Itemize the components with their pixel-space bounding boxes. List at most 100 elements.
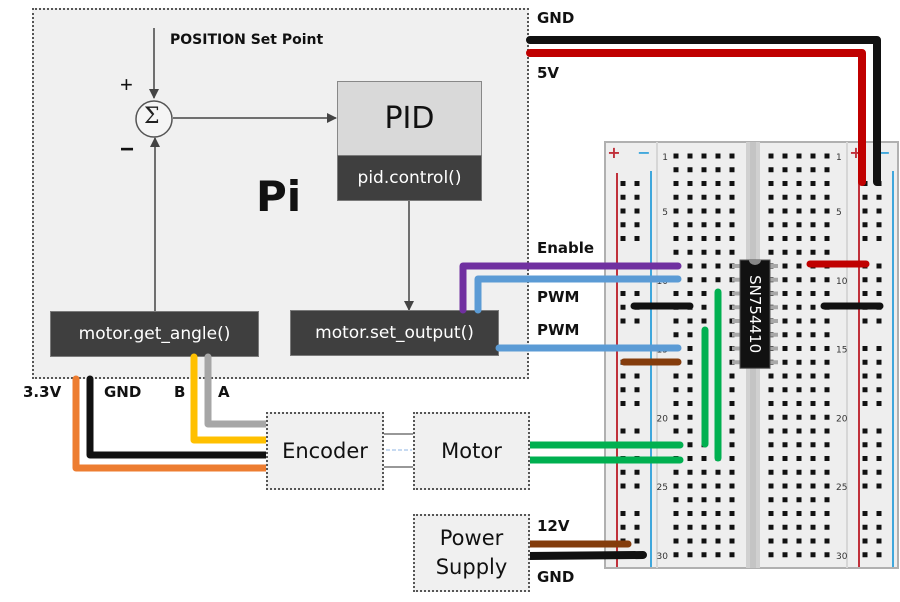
terminal-hole <box>782 414 788 420</box>
terminal-hole <box>810 456 816 461</box>
chip-pin <box>768 319 778 323</box>
terminal-hole <box>824 167 830 173</box>
terminal-hole <box>673 318 679 324</box>
rail-divider-right <box>846 142 848 568</box>
terminal-hole <box>796 373 802 379</box>
terminal-hole <box>810 483 816 489</box>
label-gnd-bottom: GND <box>537 568 575 586</box>
terminal-hole <box>701 208 707 214</box>
chip-pin <box>768 277 778 282</box>
rail-hole <box>634 318 640 324</box>
terminal-hole <box>796 277 802 283</box>
terminal-hole <box>673 414 679 420</box>
terminal-hole <box>796 346 802 351</box>
rail-hole <box>862 236 868 241</box>
terminal-hole <box>782 346 788 351</box>
terminal-hole <box>687 263 693 269</box>
terminal-hole <box>782 428 788 434</box>
terminal-hole <box>796 181 802 186</box>
rail-hole <box>862 291 868 296</box>
terminal-hole <box>796 291 802 296</box>
terminal-hole <box>673 249 679 255</box>
terminal-hole <box>687 387 693 393</box>
terminal-hole <box>796 167 802 173</box>
wire-enable <box>459 262 682 314</box>
row-number-left: 1 <box>662 153 668 163</box>
terminal-hole <box>824 181 830 186</box>
label-encoder-gnd: GND <box>104 383 142 401</box>
terminal-hole <box>810 428 816 434</box>
row-number-right: 25 <box>836 483 847 493</box>
terminal-hole <box>782 304 788 310</box>
terminal-hole <box>729 387 735 393</box>
terminal-hole <box>810 469 816 475</box>
terminal-hole <box>729 249 735 255</box>
rail-hole <box>862 524 868 530</box>
rail-hole <box>634 373 640 379</box>
rail-hole <box>876 538 882 544</box>
terminal-hole <box>729 442 735 448</box>
terminal-hole <box>687 194 693 200</box>
terminal-hole <box>768 497 774 503</box>
terminal-hole <box>687 153 693 159</box>
terminal-hole <box>729 552 735 558</box>
terminal-hole <box>824 249 830 255</box>
terminal-hole <box>715 153 721 159</box>
chip-pin <box>768 360 778 365</box>
terminal-hole <box>701 222 707 228</box>
terminal-hole <box>782 194 788 200</box>
rail-hole <box>862 428 868 434</box>
terminal-hole <box>782 167 788 173</box>
terminal-hole <box>715 263 721 269</box>
rail-hole <box>876 208 882 214</box>
terminal-hole <box>768 414 774 420</box>
terminal-hole <box>701 552 707 558</box>
terminal-hole <box>729 456 735 461</box>
terminal-hole <box>729 153 735 159</box>
terminal-hole <box>701 167 707 173</box>
terminal-hole <box>673 222 679 228</box>
rail-hole <box>634 181 640 186</box>
rail-divider-left <box>656 142 658 568</box>
terminal-hole <box>701 456 707 461</box>
terminal-hole <box>796 332 802 338</box>
terminal-hole <box>701 181 707 186</box>
terminal-hole <box>796 483 802 489</box>
wire-gnd-top <box>526 36 881 186</box>
terminal-hole <box>810 249 816 255</box>
terminal-hole <box>768 387 774 393</box>
terminal-hole <box>782 524 788 530</box>
terminal-hole <box>810 208 816 214</box>
rail-hole <box>634 387 640 393</box>
terminal-hole <box>824 414 830 420</box>
terminal-hole <box>687 552 693 558</box>
terminal-hole <box>810 373 816 379</box>
terminal-hole <box>768 428 774 434</box>
terminal-hole <box>824 511 830 516</box>
wire-encoder-b <box>190 353 272 444</box>
terminal-hole <box>673 538 679 544</box>
terminal-hole <box>673 181 679 186</box>
terminal-hole <box>673 236 679 241</box>
label-12v: 12V <box>537 517 570 535</box>
terminal-hole <box>810 401 816 406</box>
terminal-hole <box>715 511 721 516</box>
terminal-hole <box>673 552 679 558</box>
terminal-hole <box>673 153 679 159</box>
terminal-hole <box>824 524 830 530</box>
label-enable: Enable <box>537 239 595 257</box>
terminal-hole <box>768 538 774 544</box>
terminal-hole <box>687 469 693 475</box>
row-number-right: 20 <box>836 414 848 424</box>
terminal-hole <box>810 387 816 393</box>
terminal-hole <box>715 469 721 475</box>
rail-hole <box>620 469 626 475</box>
chip-pin <box>732 319 742 323</box>
rail-hole <box>876 387 882 393</box>
label-encoder-a: A <box>218 383 230 401</box>
rail-hole <box>862 511 868 516</box>
setpoint-label: POSITION Set Point <box>170 32 324 48</box>
rail-hole <box>862 442 868 448</box>
terminal-hole <box>782 442 788 448</box>
chip-pin <box>732 332 742 337</box>
